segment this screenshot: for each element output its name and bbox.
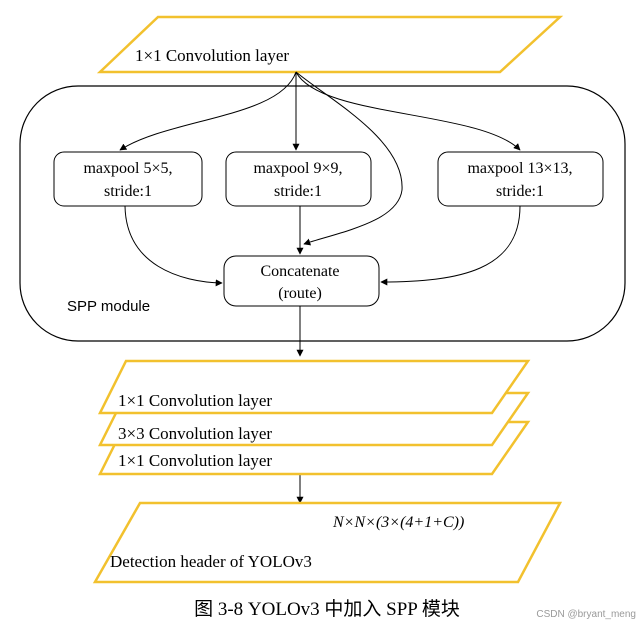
arrow-top-to-pool-c: [295, 71, 521, 151]
maxpool-13x13-line1: maxpool 13×13,: [467, 160, 572, 177]
conv-layer-1-shape: [97, 359, 531, 415]
spp-module-label: SPP module: [67, 298, 150, 315]
figure-caption: 图 3-8 YOLOv3 中加入 SPP 模块: [194, 598, 460, 620]
arrow-pool-a-to-concat: [124, 205, 223, 287]
conv-layer-3-label: 1×1 Convolution layer: [118, 451, 272, 470]
maxpool-9x9-line1: maxpool 9×9,: [253, 160, 342, 177]
conv-layer-2-label: 3×3 Convolution layer: [118, 424, 272, 443]
maxpool-5x5-line2: stride:1: [104, 183, 152, 200]
maxpool-13x13-line2: stride:1: [496, 183, 544, 200]
maxpool-5x5-line1: maxpool 5×5,: [83, 160, 172, 177]
spp-arrows: [119, 71, 521, 504]
arrow-top-to-concat-skip: [295, 71, 403, 246]
concatenate-box: [223, 255, 380, 307]
maxpool-9x9-line2: stride:1: [274, 183, 322, 200]
detection-header-label: Detection header of YOLOv3: [110, 552, 312, 571]
maxpool-5x5-box: [53, 151, 203, 207]
csdn-watermark: CSDN @bryant_meng: [536, 609, 636, 620]
detection-header-shape: [92, 501, 563, 584]
arrow-top-to-pool-a: [119, 71, 297, 151]
arrow-pool-c-to-concat: [380, 205, 521, 286]
conv-layer-1-label: 1×1 Convolution layer: [118, 391, 272, 410]
maxpool-9x9-box: [225, 151, 372, 207]
spp-module-container: [19, 85, 626, 342]
concatenate-line1: Concatenate: [260, 263, 339, 280]
top-conv-layer-label: 1×1 Convolution layer: [135, 46, 289, 65]
detection-formula: N×N×(3×(4+1+C)): [332, 514, 464, 531]
concatenate-line2: (route): [278, 285, 322, 302]
top-conv-layer-shape: [96, 15, 564, 74]
